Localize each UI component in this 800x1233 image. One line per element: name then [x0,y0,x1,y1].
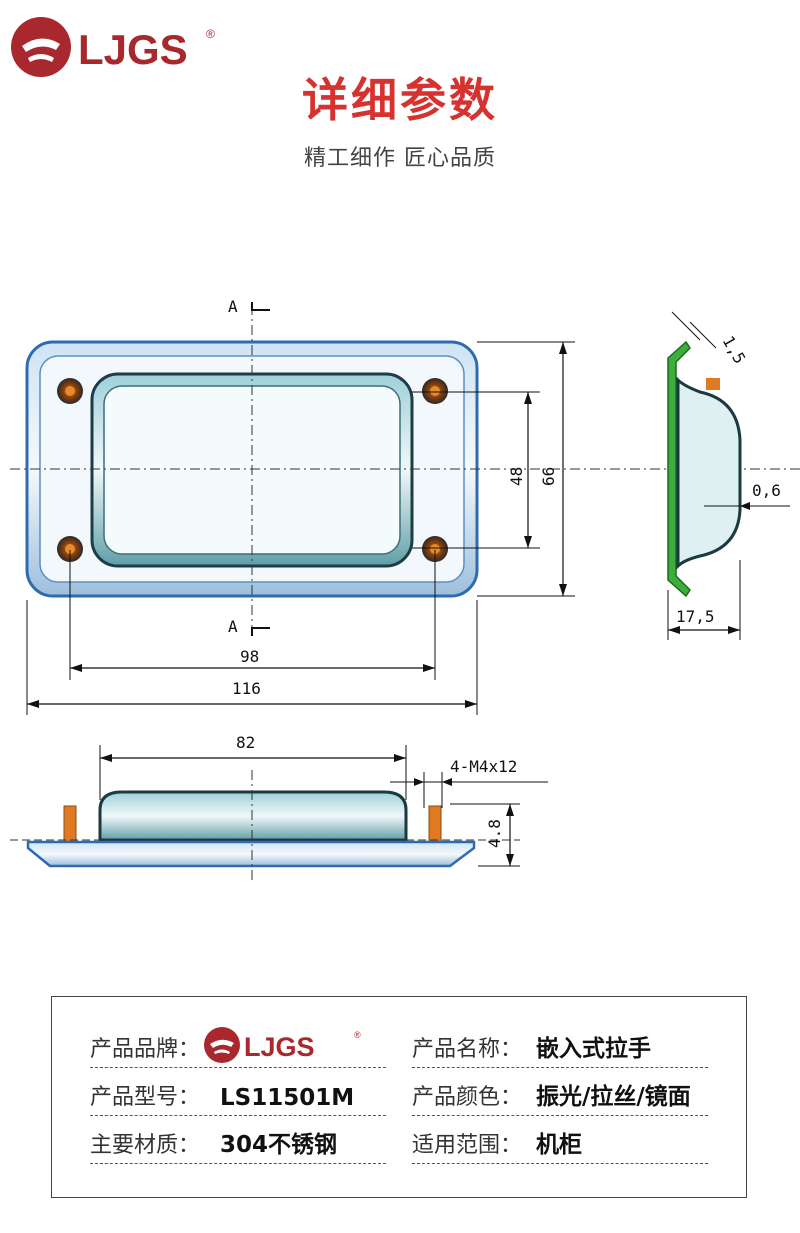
screw-hole-icon [422,536,448,562]
dimension-17-5: 17,5 [676,607,715,626]
logo-text: LJGS [78,26,188,73]
page-subtitle: 精工细作 匠心品质 [304,146,496,171]
spec-row-material: 主要材质： 304不锈钢 [90,1123,386,1164]
dimension-48: 48 [507,467,526,486]
screw-hole-icon [57,378,83,404]
spec-row-brand: 产品品牌： LJGS ® [90,1027,386,1068]
spec-value: 嵌入式拉手 [536,1036,651,1062]
bottom-view: 82 4-M4x12 4.8 [10,733,548,880]
spec-brand-logo: LJGS ® [204,1027,361,1063]
logo-registered-mark: ® [354,1030,361,1040]
spec-value: LS11501M [220,1085,355,1111]
dimension-4-8: 4.8 [485,819,504,848]
spec-value: 304不锈钢 [220,1132,338,1158]
dimension-screw-spec: 4-M4x12 [450,757,517,776]
logo-emblem-icon [204,1027,240,1063]
spec-table: 产品品牌： LJGS ® 产品名称： 嵌入式拉手 产品型号： LS11501M … [51,996,747,1198]
bolt-right [428,805,442,843]
bolt-left [63,805,77,843]
screw-hole-icon [57,536,83,562]
spec-label: 产品颜色： [412,1085,523,1110]
side-section-view: 1,5 0,6 17,5 [667,311,790,640]
dimension-0-6: 0,6 [752,481,781,500]
spec-label: 产品品牌： [90,1037,201,1062]
dimension-82: 82 [236,733,255,752]
cup-profile [98,790,408,842]
logo-text: LJGS [244,1032,315,1062]
logo-emblem-icon [11,17,71,77]
plate-profile [26,840,476,868]
spec-value: 机柜 [536,1132,582,1158]
spec-label: 产品型号： [90,1085,201,1110]
section-label-a-top: A [228,297,238,316]
dimension-98: 98 [240,647,259,666]
brand-logo: LJGS ® [11,17,215,77]
spec-row-model: 产品型号： LS11501M [90,1075,386,1116]
dimension-66: 66 [539,467,558,486]
spec-row-color: 产品颜色： 振光/拉丝/镜面 [412,1075,708,1116]
technical-drawing: A A 98 116 48 66 1,5 [10,297,800,880]
spec-value: 振光/拉丝/镜面 [536,1084,691,1110]
spec-row-name: 产品名称： 嵌入式拉手 [412,1027,708,1068]
dimension-1-5: 1,5 [719,333,750,368]
logo-registered-mark: ® [206,27,215,41]
front-view: A A 98 116 48 66 [10,297,800,715]
dimension-116: 116 [232,679,261,698]
spec-row-usage: 适用范围： 机柜 [412,1123,708,1164]
spec-label: 主要材质： [90,1133,201,1158]
spec-label: 适用范围： [412,1133,523,1158]
screw-hole-icon [422,378,448,404]
page-title: 详细参数 [302,73,498,127]
spec-label: 产品名称： [412,1037,523,1062]
side-screw-stub [706,378,720,390]
section-label-a-bottom: A [228,617,238,636]
